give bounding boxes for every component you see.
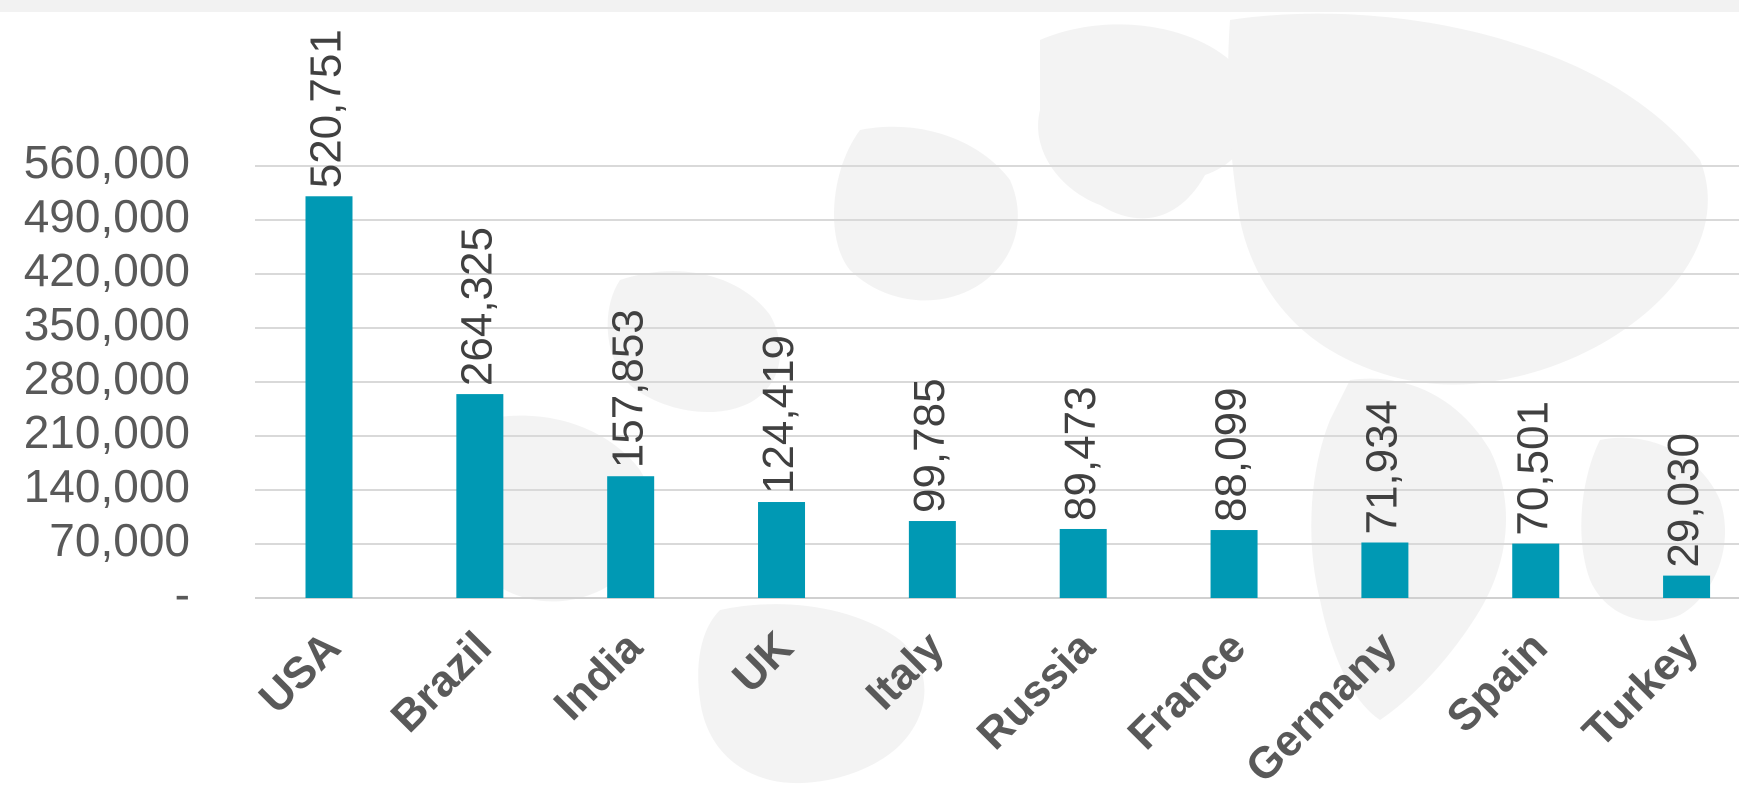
data-label-usa: 520,751 bbox=[302, 29, 351, 188]
bar-russia bbox=[1059, 528, 1107, 598]
bar-uk bbox=[758, 502, 806, 598]
y-tick-label: 70,000 bbox=[49, 514, 190, 566]
data-label-india: 157,853 bbox=[603, 309, 652, 468]
data-label-spain: 70,501 bbox=[1508, 401, 1557, 536]
top-strip bbox=[0, 0, 1739, 12]
y-tick-label: - bbox=[175, 568, 190, 620]
x-tick-label-russia: Russia bbox=[968, 622, 1105, 759]
y-axis: -70,000140,000210,000280,000350,000420,0… bbox=[24, 136, 190, 620]
data-label-france: 88,099 bbox=[1207, 387, 1256, 522]
bar-germany bbox=[1361, 542, 1409, 598]
bar-usa bbox=[305, 196, 353, 598]
x-tick-label-india: India bbox=[544, 622, 652, 730]
y-tick-label: 420,000 bbox=[24, 244, 190, 296]
data-label-brazil: 264,325 bbox=[452, 227, 501, 386]
bars bbox=[305, 196, 1711, 598]
y-tick-label: 560,000 bbox=[24, 136, 190, 188]
x-tick-label-brazil: Brazil bbox=[382, 622, 501, 741]
data-label-italy: 99,785 bbox=[905, 378, 954, 513]
bar-italy bbox=[908, 521, 956, 598]
bar-brazil bbox=[456, 394, 504, 598]
data-label-uk: 124,419 bbox=[754, 335, 803, 494]
y-tick-label: 280,000 bbox=[24, 352, 190, 404]
x-tick-label-usa: USA bbox=[250, 622, 350, 722]
bar-france bbox=[1210, 530, 1258, 598]
background-map bbox=[463, 13, 1726, 784]
data-labels: 520,751 264,325 157,853 124,419 99,785 89,473… bbox=[302, 29, 1709, 567]
y-tick-label: 140,000 bbox=[24, 460, 190, 512]
data-label-russia: 89,473 bbox=[1056, 386, 1105, 521]
x-tick-label-turkey: Turkey bbox=[1573, 622, 1708, 757]
y-tick-label: 350,000 bbox=[24, 298, 190, 350]
bar-turkey bbox=[1663, 575, 1711, 598]
bar-spain bbox=[1512, 543, 1560, 598]
x-tick-label-france: France bbox=[1118, 622, 1255, 759]
data-label-germany: 71,934 bbox=[1358, 400, 1407, 535]
data-label-turkey: 29,030 bbox=[1659, 433, 1708, 568]
y-tick-label: 210,000 bbox=[24, 406, 190, 458]
bar-india bbox=[607, 476, 655, 598]
y-tick-label: 490,000 bbox=[24, 190, 190, 242]
